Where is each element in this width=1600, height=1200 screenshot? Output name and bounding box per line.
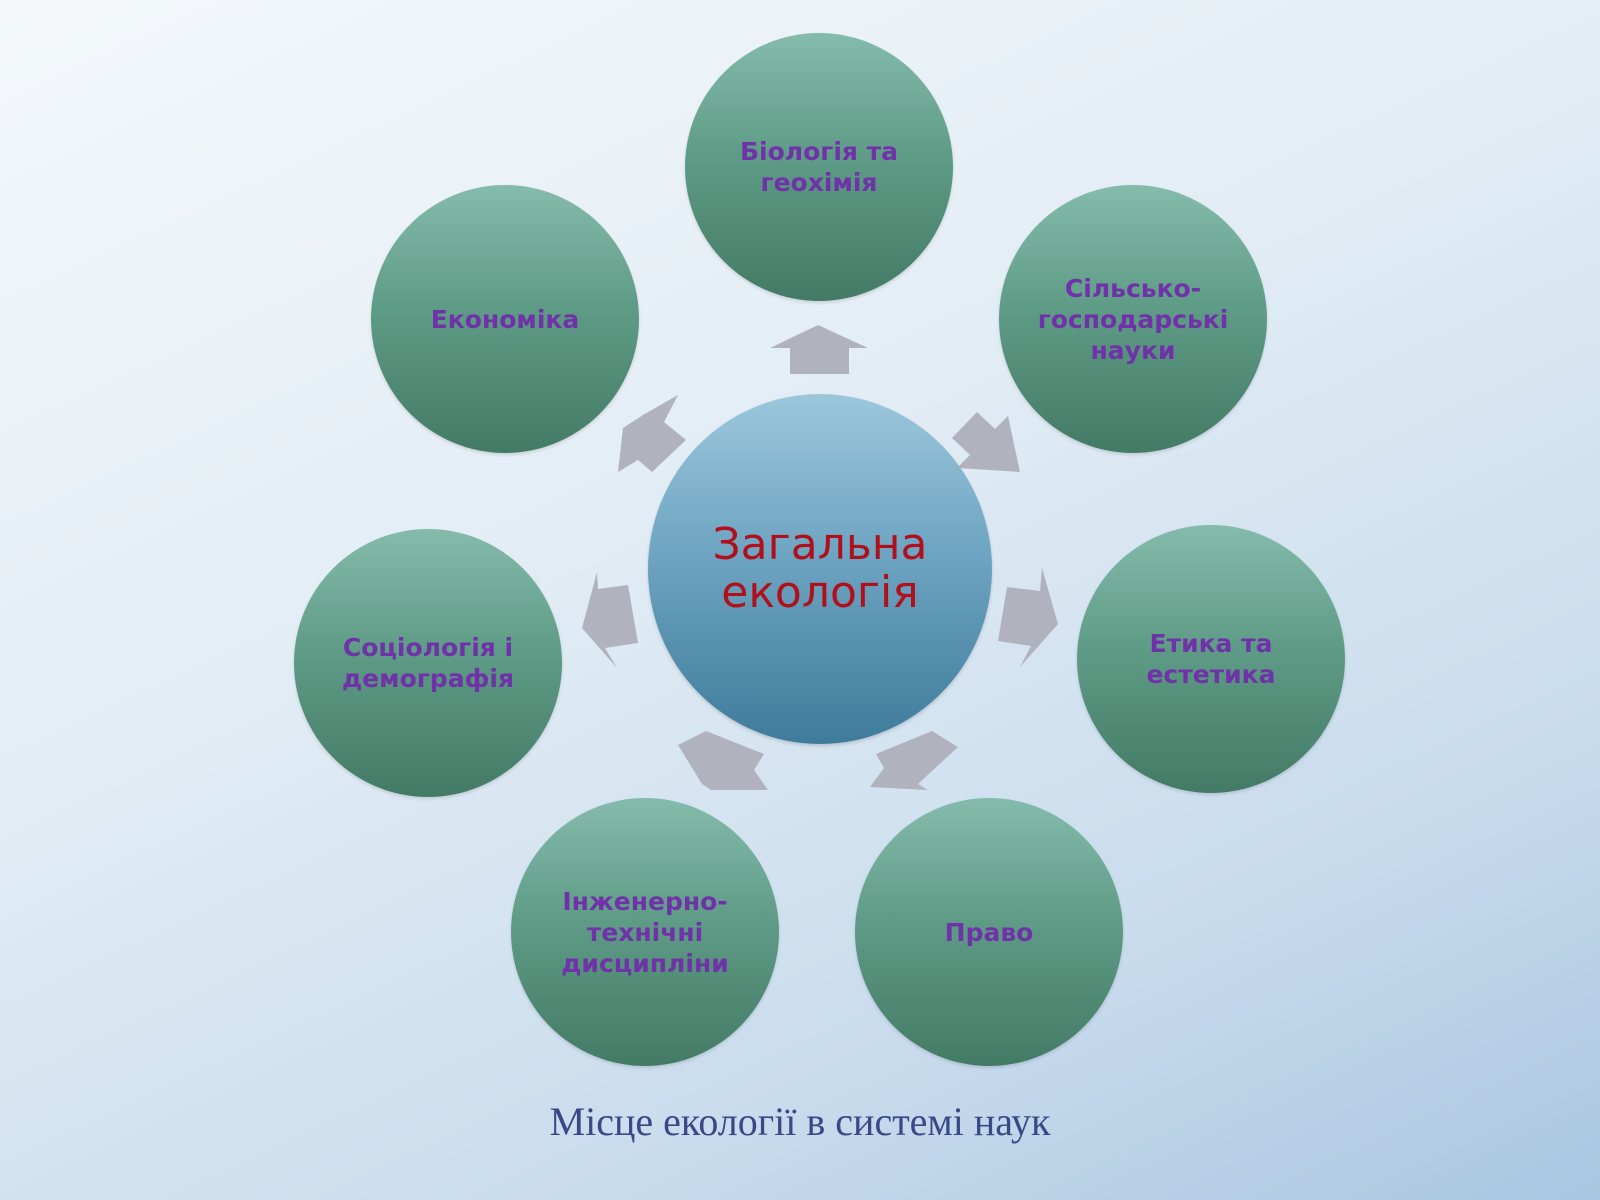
slide-caption: Місце екології в системі наук [549, 1099, 1051, 1144]
arrow-to-biology [770, 325, 868, 374]
node-economics: Економіка [371, 185, 639, 453]
node-agriculture-label: Сільсько-господарські науки [1037, 273, 1229, 365]
node-law: Право [855, 798, 1123, 1066]
node-ethics: Етика та естетика [1077, 525, 1345, 793]
arrow-to-ethics [998, 568, 1058, 667]
center-circle: Загальна екологія [648, 394, 992, 744]
arrow-to-agriculture [952, 412, 1020, 472]
node-biology: Біологія та геохімія [685, 33, 953, 301]
node-biology-label: Біологія та геохімія [739, 137, 899, 197]
node-agriculture: Сільсько-господарські науки [999, 185, 1267, 453]
node-sociology-label: Соціологія і демографія [341, 633, 514, 693]
node-engineering-label: Інженерно-технічні дисципліни [561, 886, 729, 978]
node-law-label: Право [944, 917, 1034, 947]
node-ethics-label: Етика та естетика [1146, 629, 1276, 689]
node-economics-label: Економіка [430, 304, 580, 334]
node-sociology: Соціологія і демографія [294, 529, 562, 797]
arrow-to-engineering [678, 731, 768, 790]
arrow-to-sociology [582, 572, 638, 668]
arrow-to-economics [618, 395, 686, 472]
arrow-to-law [870, 731, 958, 790]
node-engineering: Інженерно-технічні дисципліни [511, 798, 779, 1066]
center-label: Загальна екологія [712, 518, 928, 618]
